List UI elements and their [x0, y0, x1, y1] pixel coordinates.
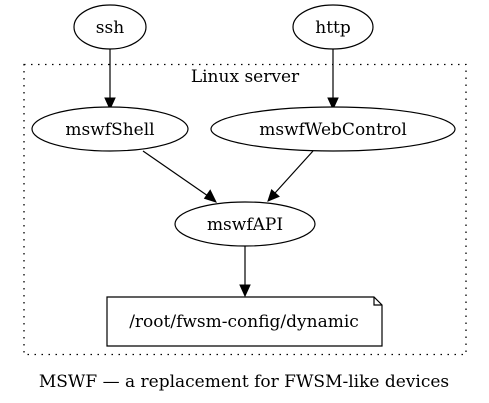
cluster-label: Linux server: [191, 67, 300, 87]
edge-ssh-to-mswfshell: [104, 49, 116, 111]
node-mswfapi: mswfAPI: [174, 201, 316, 247]
mswfshell-label: mswfShell: [65, 120, 154, 140]
edge-mswfshell-to-mswfapi: [142, 150, 217, 203]
mswfapi-ellipse: [174, 201, 316, 247]
ssh-label: ssh: [96, 18, 124, 38]
ssh-ellipse: [73, 4, 147, 50]
cluster-linux-server: Linux server: [23, 63, 467, 356]
edge-mswfapi-to-config: [239, 246, 251, 298]
mswfwebcontrol-label: mswfWebControl: [259, 120, 407, 140]
edges: [104, 49, 339, 298]
mswfshell-ellipse: [31, 106, 189, 152]
node-config-file: /root/fwsm-config/dynamic: [106, 296, 383, 347]
http-ellipse: [292, 4, 374, 50]
node-mswfwebcontrol: mswfWebControl: [210, 106, 456, 152]
edge-mswfwebcontrol-to-mswfapi: [267, 150, 314, 202]
cluster-border: [23, 63, 467, 356]
edge-http-to-mswfwebcontrol: [327, 49, 339, 111]
mswfwebcontrol-ellipse: [210, 106, 456, 152]
mswfapi-label: mswfAPI: [207, 215, 283, 235]
note-fold-icon: [373, 297, 382, 306]
node-mswfshell: mswfShell: [31, 106, 189, 152]
node-http: http: [292, 4, 374, 50]
config-note-shape: [106, 296, 383, 347]
http-label: http: [315, 18, 351, 38]
config-label: /root/fwsm-config/dynamic: [129, 312, 359, 332]
node-ssh: ssh: [73, 4, 147, 50]
diagram-caption: MSWF — a replacement for FWSM-like devic…: [39, 372, 449, 392]
